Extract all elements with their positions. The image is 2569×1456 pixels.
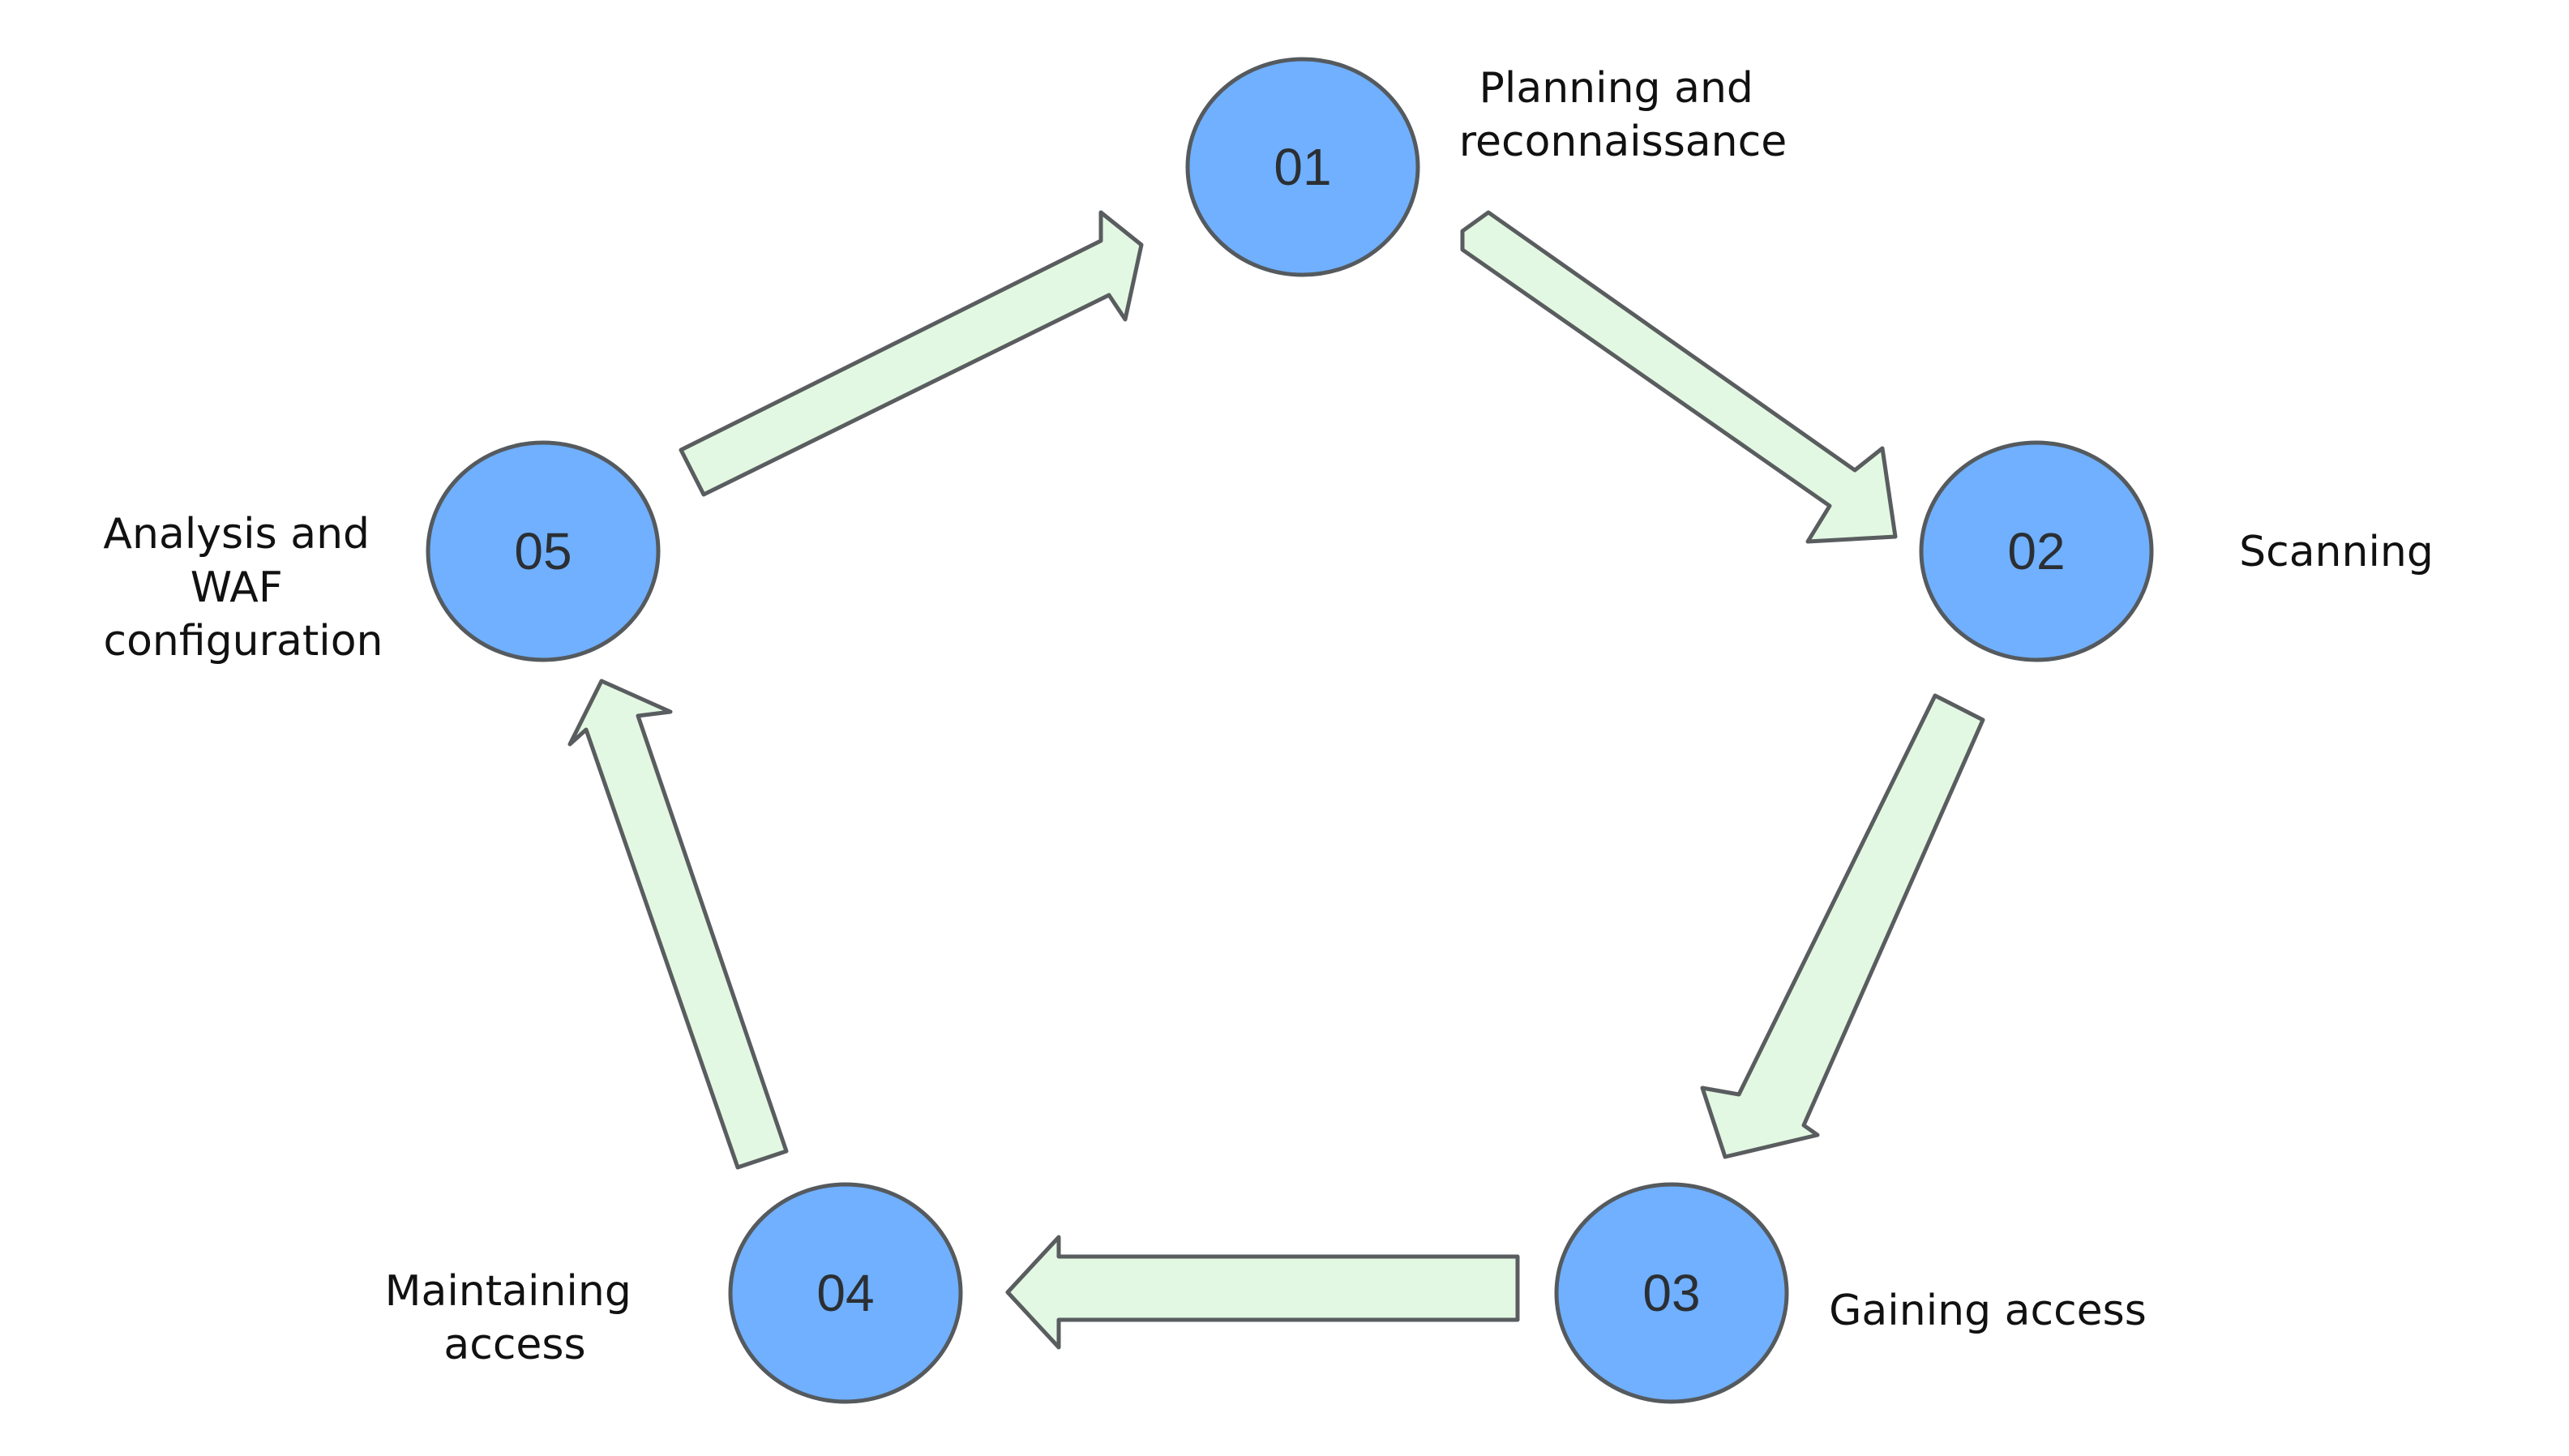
arrow-01-to-02 bbox=[1460, 210, 1898, 544]
step-02-circle bbox=[1919, 440, 2154, 662]
step-04-circle bbox=[728, 1182, 963, 1404]
step-01: 01 Planning and reconnaissance bbox=[1185, 57, 1787, 277]
step-01-label: Planning and reconnaissance bbox=[1459, 64, 1787, 166]
step-01-number: 01 bbox=[1274, 138, 1331, 196]
step-02: 02 Scanning bbox=[1919, 440, 2434, 662]
step-03: 03 Gaining access bbox=[1554, 1182, 2147, 1404]
step-02-number: 02 bbox=[2007, 522, 2065, 580]
step-03-number: 03 bbox=[1642, 1264, 1700, 1322]
arrow-02-to-03 bbox=[1700, 693, 1985, 1159]
flow-arrows bbox=[567, 210, 1985, 1350]
step-03-circle bbox=[1554, 1182, 1789, 1404]
arrow-04-to-05 bbox=[567, 679, 789, 1170]
step-05-number: 05 bbox=[514, 522, 572, 580]
arrow-03-to-04 bbox=[1005, 1235, 1520, 1350]
arrow-05-to-01 bbox=[679, 210, 1144, 497]
step-04-label: Maintaining access bbox=[385, 1267, 645, 1369]
step-03-label: Gaining access bbox=[1829, 1287, 2147, 1335]
step-05-label: Analysis and WAF configuration bbox=[103, 510, 383, 666]
step-02-label: Scanning bbox=[2239, 528, 2434, 576]
step-01-circle bbox=[1185, 57, 1420, 277]
step-05-circle bbox=[426, 440, 661, 662]
step-04: 04 Maintaining access bbox=[385, 1182, 963, 1404]
step-04-number: 04 bbox=[816, 1264, 874, 1322]
step-05: 05 Analysis and WAF configuration bbox=[103, 440, 661, 666]
